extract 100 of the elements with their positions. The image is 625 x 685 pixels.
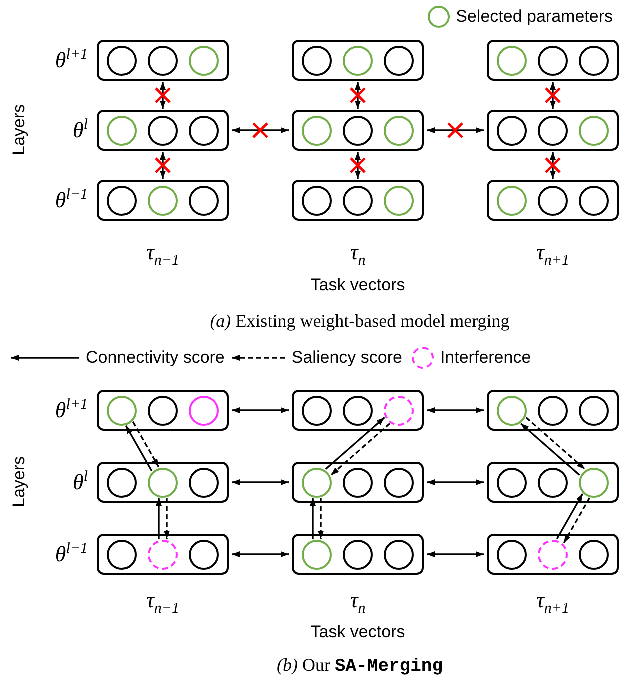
parameter-circle: [343, 116, 373, 146]
layer-box: [292, 40, 424, 81]
parameter-circle: [497, 468, 527, 498]
parameter-circle: [384, 46, 414, 76]
parameter-circle: [148, 46, 178, 76]
parameter-circle: [189, 186, 219, 216]
parameter-circle: [302, 468, 332, 498]
parameter-circle: [538, 396, 568, 426]
parameter-circle: [343, 396, 373, 426]
dashed-arrow: [164, 498, 170, 540]
parameter-circle: [497, 46, 527, 76]
parameter-circle: [148, 396, 178, 426]
parameter-circle: [538, 186, 568, 216]
arrow: [550, 82, 556, 109]
parameter-circle: [343, 540, 373, 570]
task-symbol: τ$_{n}$: [350, 588, 366, 618]
arrow: [427, 408, 484, 414]
parameter-circle: [497, 396, 527, 426]
layer-symbol: θ$^{l+1}$: [55, 47, 88, 73]
arrow: [156, 498, 162, 540]
parameter-circle: [343, 468, 373, 498]
layer-symbol: θ$^{l}$: [73, 469, 88, 495]
parameter-circle: [107, 468, 137, 498]
arrow: [232, 408, 289, 414]
layer-box: [292, 180, 424, 221]
figure-caption: (a) Existing weight-based model merging: [210, 312, 510, 332]
arrow: [160, 82, 166, 109]
parameter-circle: [343, 186, 373, 216]
parameter-circle: [302, 396, 332, 426]
parameter-circle: [497, 116, 527, 146]
layer-box: [97, 462, 229, 503]
layer-symbol: θ$^{l−1}$: [55, 187, 88, 213]
parameter-circle: [579, 396, 609, 426]
layer-box: [97, 534, 229, 575]
axis-title: Task vectors: [310, 624, 406, 642]
task-symbol: τ$_{n−1}$: [146, 588, 180, 618]
layer-box: [97, 110, 229, 151]
task-symbol: τ$_{n+1}$: [536, 588, 570, 618]
parameter-circle: [579, 116, 609, 146]
parameter-circle: [189, 46, 219, 76]
dashed-arrow: [526, 417, 586, 470]
task-symbol: τ$_{n−1}$: [146, 240, 180, 270]
layer-box: [487, 40, 619, 81]
task-symbol: τ$_{n}$: [350, 240, 366, 270]
parameter-circle: [343, 46, 373, 76]
layer-symbol: θ$^{l}$: [73, 117, 88, 143]
legend-label: Selected parameters: [456, 7, 613, 27]
layer-box: [292, 462, 424, 503]
parameter-circle: [538, 468, 568, 498]
layer-box: [487, 180, 619, 221]
legend-label: Connectivity score: [86, 348, 225, 368]
parameter-circle: [538, 46, 568, 76]
arrow: [427, 480, 484, 486]
arrow: [125, 426, 153, 472]
parameter-circle: [107, 396, 137, 426]
parameter-circle: [148, 468, 178, 498]
parameter-circle: [497, 186, 527, 216]
parameter-circle: [302, 116, 332, 146]
task-symbol: τ$_{n+1}$: [536, 240, 570, 270]
axis-title: Layers: [10, 456, 30, 508]
parameter-circle: [384, 396, 414, 426]
arrow: [232, 552, 289, 558]
dashed-arrow: [330, 423, 391, 476]
parameter-circle: [579, 186, 609, 216]
arrow: [556, 494, 584, 540]
parameter-circle: [302, 46, 332, 76]
parameter-circle: [107, 116, 137, 146]
parameter-circle: [384, 540, 414, 570]
parameter-circle: [579, 46, 609, 76]
arrow: [310, 498, 316, 540]
arrow: [355, 152, 361, 179]
axis-title: Layers: [10, 104, 30, 156]
arrow: [427, 552, 484, 558]
arrow: [325, 417, 386, 470]
parameter-circle: [497, 540, 527, 570]
parameter-circle: [579, 468, 609, 498]
arrow: [232, 480, 289, 486]
layer-box: [97, 40, 229, 81]
parameter-circle: [189, 540, 219, 570]
parameter-circle: [107, 540, 137, 570]
layer-box: [97, 180, 229, 221]
legend-label: Interference: [440, 348, 532, 368]
parameter-circle: [107, 186, 137, 216]
parameter-circle: [189, 468, 219, 498]
parameter-circle: [579, 540, 609, 570]
dashed-arrow: [318, 498, 324, 540]
layer-box: [97, 390, 229, 431]
layer-box: [487, 534, 619, 575]
parameter-circle: [302, 186, 332, 216]
legend-label: Saliency score: [292, 348, 402, 368]
parameter-circle: [302, 540, 332, 570]
parameter-circle: [538, 540, 568, 570]
dashed-arrow: [563, 498, 591, 544]
axis-title: Task vectors: [310, 276, 406, 296]
layer-box: [292, 390, 424, 431]
layer-symbol: θ$^{l+1}$: [55, 397, 88, 423]
dashed-arrow: [132, 422, 160, 468]
arrow: [520, 423, 580, 476]
arrow: [550, 152, 556, 179]
parameter-circle: [189, 396, 219, 426]
